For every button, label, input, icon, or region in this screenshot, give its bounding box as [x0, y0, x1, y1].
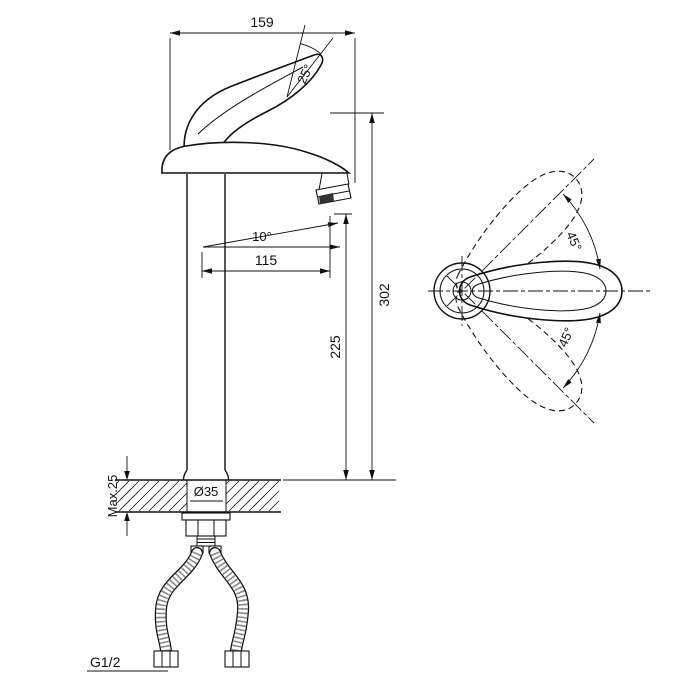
swing-angle-up: 45° [562, 193, 601, 270]
handle-angle-25: 25° [286, 24, 334, 98]
max25-label: Max.25 [105, 475, 120, 518]
mounting-nut [185, 519, 227, 537]
spout-angle-10: 10° [202, 222, 340, 250]
dim-deck-max25: Max.25 [105, 456, 130, 536]
angle-45-down-label: 45° [555, 325, 577, 349]
hose-end-fitting-left [153, 650, 179, 668]
centerlines [428, 158, 652, 424]
angle-10-label: 10° [252, 229, 272, 244]
dim-height-225: 225 [327, 213, 352, 480]
top-view: 45° 45° [428, 158, 652, 424]
g12-label: G1/2 [90, 654, 121, 670]
countertop-section [115, 479, 281, 513]
swing-angle-down: 45° [555, 312, 601, 389]
dim-width-159: 159 [169, 14, 356, 183]
dim-225-label: 225 [327, 335, 343, 359]
mounting-washer [181, 512, 231, 521]
flexible-hose-right [209, 547, 250, 657]
aerator-link-left [318, 173, 323, 191]
dia-35-label: Ø35 [194, 484, 219, 499]
spout-body [161, 141, 352, 174]
dim-hole-diameter: Ø35 [190, 484, 223, 502]
base-flare-left [182, 469, 188, 480]
aerator-link-right [346, 173, 350, 185]
base-flare-right [224, 469, 230, 480]
aerator-outlet [319, 193, 334, 204]
front-view: 159 25° 10° 115 [87, 14, 396, 672]
thread-size-callout: G1/2 [87, 654, 168, 672]
dim-height-302: 302 [283, 112, 396, 481]
dim-302-label: 302 [376, 283, 392, 307]
dim-159-label: 159 [250, 14, 274, 30]
handle-position-down-45 [455, 284, 583, 412]
flexible-hose-left [154, 547, 203, 657]
dim-reach-115: 115 [201, 216, 331, 278]
handle-lever [183, 53, 324, 163]
dim-115-label: 115 [255, 252, 278, 268]
faucet-front-outline [161, 53, 352, 480]
hose-end-fitting-right [224, 650, 250, 668]
angle-45-up-label: 45° [563, 229, 585, 253]
under-counter-assembly [153, 512, 250, 668]
handle-lever-detail-line [197, 66, 304, 135]
deck-hatch [115, 480, 280, 512]
